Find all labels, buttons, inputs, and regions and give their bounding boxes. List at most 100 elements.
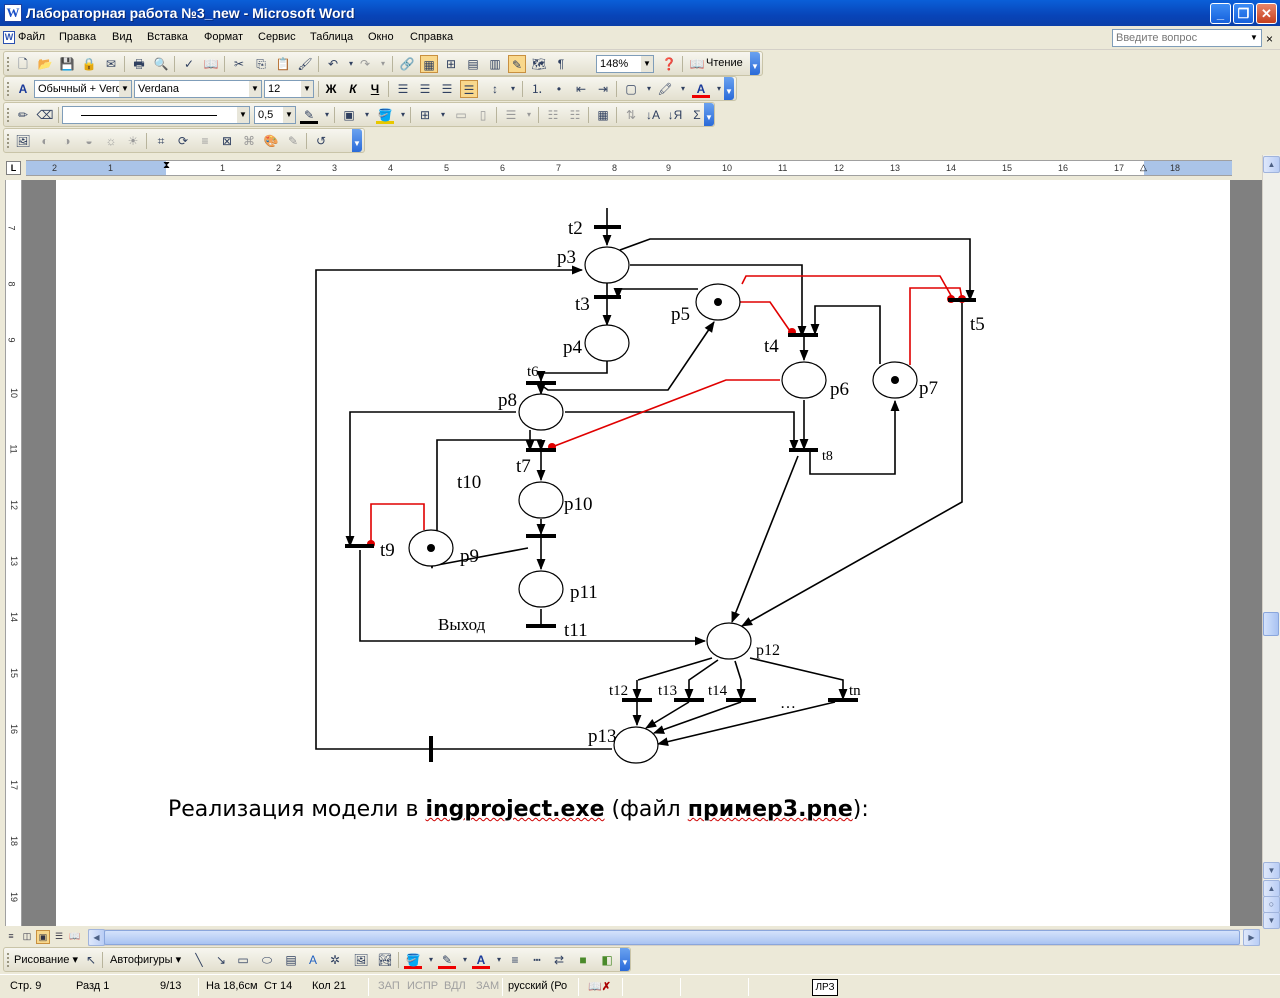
rotate-icon[interactable]: ⟳: [177, 134, 189, 148]
toolbar-grip[interactable]: [7, 82, 10, 96]
format-painter-icon[interactable]: 🖌: [297, 57, 313, 71]
style-select[interactable]: Обычный + Verd▼: [34, 80, 132, 98]
insert-table-icon[interactable]: ⊞: [445, 57, 457, 71]
arrow-style-icon[interactable]: ⇄: [553, 953, 565, 967]
redo-dropdown-icon[interactable]: ▾: [380, 59, 385, 68]
line-style-select[interactable]: ▼: [62, 106, 250, 124]
line-style-icon[interactable]: ≡: [201, 134, 209, 148]
align-left-icon[interactable]: ☰: [397, 82, 409, 96]
less-brightness-icon[interactable]: ☀: [127, 134, 139, 148]
insert-excel-icon[interactable]: ▤: [467, 57, 479, 71]
font-color-button[interactable]: А: [692, 80, 710, 98]
close-document-icon[interactable]: ×: [1266, 32, 1274, 46]
align-right-icon[interactable]: ☰: [441, 82, 453, 96]
numbering-icon[interactable]: ⒈: [530, 82, 543, 96]
arrow-tool-icon[interactable]: ↘: [215, 953, 227, 967]
borders-dropdown-icon[interactable]: ▾: [646, 84, 651, 93]
horizontal-scroll-thumb[interactable]: [104, 930, 1240, 945]
menu-table[interactable]: Таблица: [310, 31, 354, 43]
insert-table-dropdown-icon[interactable]: ▾: [440, 110, 445, 119]
scroll-up-button[interactable]: ▲: [1263, 156, 1280, 173]
outline-view-icon[interactable]: ☰: [54, 931, 64, 941]
toolbar-options-icon[interactable]: ▼: [704, 103, 714, 126]
draw-font-color-button[interactable]: А: [472, 951, 490, 969]
crop-icon[interactable]: ⌗: [157, 134, 165, 148]
highlight-dropdown-icon[interactable]: ▾: [680, 84, 685, 93]
caption-paragraph[interactable]: Реализация модели в ingproject.exe (файл…: [168, 797, 869, 822]
insert-picture-icon[interactable]: 🖼: [15, 134, 31, 148]
borders-icon[interactable]: ▢: [625, 82, 637, 96]
styles-pane-icon[interactable]: A: [18, 82, 28, 96]
diagram-icon[interactable]: ✲: [329, 953, 341, 967]
line-spacing-dropdown-icon[interactable]: ▾: [510, 84, 515, 93]
outside-border-icon[interactable]: ▣: [343, 108, 355, 122]
scroll-down-button[interactable]: ▼: [1263, 862, 1280, 879]
line-spacing-icon[interactable]: ↕: [492, 82, 498, 96]
vertical-scroll-thumb[interactable]: [1263, 612, 1279, 636]
dash-style-icon[interactable]: ┅: [533, 953, 541, 967]
fill-color-icon[interactable]: 🪣: [404, 953, 422, 969]
3d-style-icon[interactable]: ◧: [601, 953, 613, 967]
align-cell-dropdown-icon[interactable]: ▾: [526, 110, 531, 119]
less-contrast-icon[interactable]: ◒: [85, 134, 93, 148]
font-size-select[interactable]: 12▼: [264, 80, 314, 98]
show-hide-icon[interactable]: ¶: [557, 57, 565, 71]
outside-border-dropdown-icon[interactable]: ▾: [364, 110, 369, 119]
scroll-right-button[interactable]: ▶: [1243, 929, 1260, 946]
line-tool-icon[interactable]: ╲: [195, 953, 203, 967]
decrease-indent-icon[interactable]: ⇤: [575, 82, 587, 96]
sort-descending-icon[interactable]: ↓Я: [667, 108, 683, 122]
print-preview-icon[interactable]: 🔍: [153, 57, 169, 71]
new-document-icon[interactable]: 🗋: [18, 57, 28, 71]
zoom-select[interactable]: 148%▼: [596, 55, 654, 73]
normal-view-icon[interactable]: ≡: [8, 931, 14, 941]
maximize-button[interactable]: ❐: [1233, 3, 1254, 24]
draw-font-color-dropdown-icon[interactable]: ▾: [496, 955, 501, 964]
save-icon[interactable]: 💾: [59, 57, 75, 71]
autoshapes-menu-button[interactable]: Автофигуры ▾: [110, 954, 182, 966]
status-record-macro[interactable]: ЗАП: [378, 980, 400, 992]
menu-format[interactable]: Формат: [204, 31, 244, 43]
paste-icon[interactable]: 📋: [275, 57, 291, 71]
help-dropdown-icon[interactable]: ▼: [1250, 33, 1258, 42]
wordart-icon[interactable]: A: [308, 953, 317, 967]
email-icon[interactable]: ✉: [105, 57, 117, 71]
word-app-icon[interactable]: W: [4, 4, 22, 22]
tab-selector[interactable]: L: [6, 161, 21, 175]
border-color-dropdown-icon[interactable]: ▾: [324, 110, 329, 119]
help-search-input[interactable]: Введите вопрос: [1112, 29, 1262, 47]
merge-cells-icon[interactable]: ▭: [455, 108, 467, 122]
undo-dropdown-icon[interactable]: ▾: [348, 59, 353, 68]
text-wrapping-icon[interactable]: ⌘: [243, 134, 255, 148]
format-picture-icon[interactable]: 🎨: [263, 134, 279, 148]
distribute-columns-icon[interactable]: ☷: [569, 108, 581, 122]
open-folder-icon[interactable]: 📂: [37, 57, 53, 71]
increase-indent-icon[interactable]: ⇥: [597, 82, 609, 96]
web-view-icon[interactable]: ◫: [22, 931, 32, 941]
status-lrz[interactable]: ЛРЗ: [812, 979, 838, 996]
align-cell-icon[interactable]: ☰: [505, 108, 517, 122]
menu-tools[interactable]: Сервис: [258, 31, 296, 43]
document-page[interactable]: [56, 180, 1230, 926]
set-transparent-icon[interactable]: ✎: [287, 134, 299, 148]
shading-color-icon[interactable]: 🪣: [376, 108, 394, 124]
reading-layout-icon[interactable]: 📖: [689, 57, 705, 71]
status-overtype[interactable]: ЗАМ: [476, 980, 500, 992]
line-weight-select[interactable]: 0,5▼: [254, 106, 296, 124]
rectangle-tool-icon[interactable]: ▭: [237, 953, 249, 967]
more-contrast-icon[interactable]: ◑: [63, 134, 71, 148]
line-color-dropdown-icon[interactable]: ▾: [462, 955, 467, 964]
tables-borders-icon[interactable]: ▦: [420, 55, 438, 73]
sort-ascending-icon[interactable]: ↓A: [645, 108, 660, 122]
fill-color-dropdown-icon[interactable]: ▾: [428, 955, 433, 964]
status-extend-selection[interactable]: ВДЛ: [444, 980, 466, 992]
toolbar-options-icon[interactable]: ▼: [750, 52, 760, 75]
right-indent-marker-icon[interactable]: △: [1140, 162, 1147, 172]
redo-icon[interactable]: ↷: [359, 57, 371, 71]
distribute-rows-icon[interactable]: ☷: [547, 108, 559, 122]
horizontal-ruler[interactable]: 2 1 ⧗ 1 2 3 4 5 6 7 8 9 10 11 12 13 14 1…: [26, 160, 1232, 176]
spelling-status-icon[interactable]: 📖✗: [588, 981, 611, 993]
reading-button[interactable]: Чтение: [706, 57, 743, 69]
toolbar-options-icon[interactable]: ▼: [724, 77, 734, 100]
cut-icon[interactable]: ✂: [233, 57, 245, 71]
